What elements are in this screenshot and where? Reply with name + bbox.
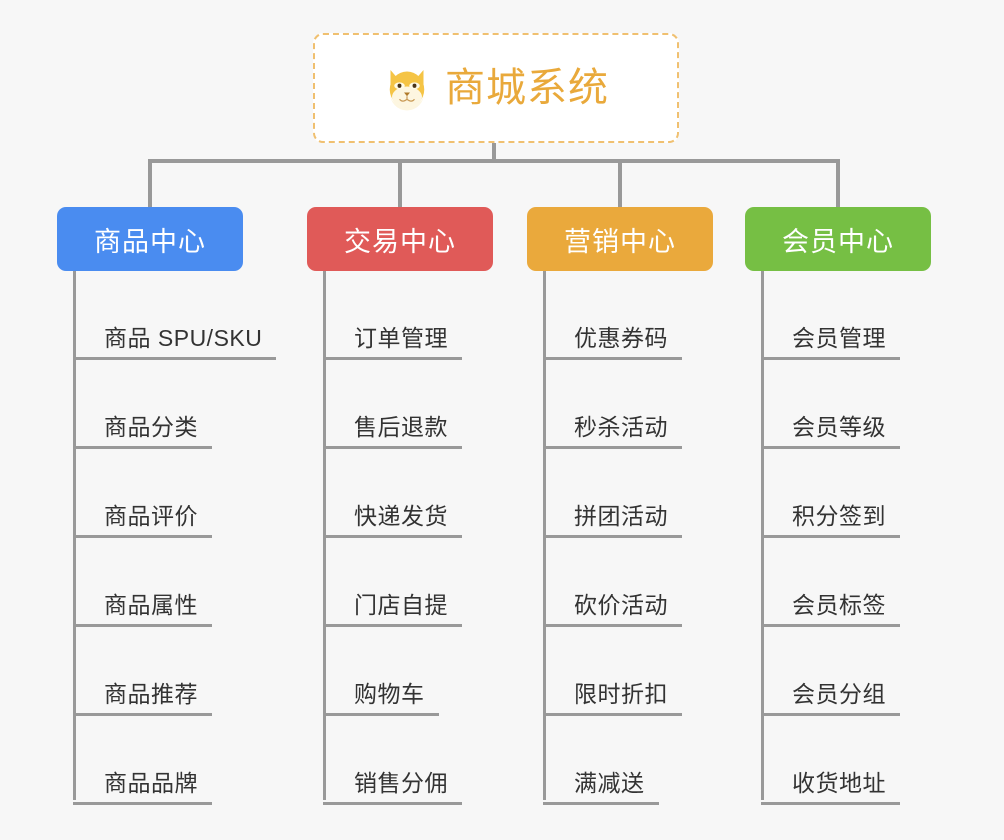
leaf-label: 门店自提 <box>354 592 448 618</box>
branch-column-2: 交易中心 订单管理 售后退款 快递发货 门店自提 购物车 销售分佣 <box>307 207 517 805</box>
branch-header-4[interactable]: 会员中心 <box>745 207 931 271</box>
connector-horizontal-bus <box>148 159 840 163</box>
leaf-item[interactable]: 积分签到 <box>761 449 961 538</box>
leaf-label: 会员标签 <box>792 592 886 618</box>
leaf-label: 商品推荐 <box>104 681 198 707</box>
connector-drop-4 <box>836 159 840 207</box>
leaf-item[interactable]: 收货地址 <box>761 716 961 805</box>
leaf-item[interactable]: 满减送 <box>543 716 743 805</box>
leaf-item[interactable]: 销售分佣 <box>323 716 523 805</box>
branch-header-4-label: 会员中心 <box>782 226 894 257</box>
leaf-list-1: 商品 SPU/SKU 商品分类 商品评价 商品属性 商品推荐 商品品牌 <box>73 271 277 805</box>
root-node[interactable]: 商城系统 <box>313 33 679 143</box>
leaf-list-4: 会员管理 会员等级 积分签到 会员标签 会员分组 收货地址 <box>761 271 961 805</box>
leaf-label: 售后退款 <box>354 414 448 440</box>
leaf-list-2: 订单管理 售后退款 快递发货 门店自提 购物车 销售分佣 <box>323 271 523 805</box>
leaf-label: 优惠券码 <box>574 325 668 351</box>
leaf-label: 销售分佣 <box>354 770 448 796</box>
root-node-label: 商城系统 <box>445 66 609 110</box>
leaf-label: 积分签到 <box>792 503 886 529</box>
leaf-item[interactable]: 快递发货 <box>323 449 523 538</box>
leaf-item[interactable]: 商品品牌 <box>73 716 273 805</box>
leaf-label: 满减送 <box>574 770 645 796</box>
leaf-label: 商品属性 <box>104 592 198 618</box>
leaf-item[interactable]: 商品推荐 <box>73 627 273 716</box>
leaf-label: 快递发货 <box>354 503 448 529</box>
leaf-item[interactable]: 秒杀活动 <box>543 360 743 449</box>
connector-drop-3 <box>618 159 622 207</box>
leaf-label: 订单管理 <box>354 325 448 351</box>
connector-drop-1 <box>148 159 152 207</box>
leaf-item[interactable]: 砍价活动 <box>543 538 743 627</box>
leaf-item[interactable]: 拼团活动 <box>543 449 743 538</box>
branch-column-3: 营销中心 优惠券码 秒杀活动 拼团活动 砍价活动 限时折扣 满减送 <box>527 207 737 805</box>
leaf-label: 收货地址 <box>792 770 886 796</box>
leaf-item[interactable]: 会员分组 <box>761 627 961 716</box>
leaf-item[interactable]: 限时折扣 <box>543 627 743 716</box>
leaf-item[interactable]: 订单管理 <box>323 271 523 360</box>
leaf-item[interactable]: 会员等级 <box>761 360 961 449</box>
leaf-item[interactable]: 会员标签 <box>761 538 961 627</box>
connector-drop-2 <box>398 159 402 207</box>
leaf-item[interactable]: 优惠券码 <box>543 271 743 360</box>
leaf-item[interactable]: 商品属性 <box>73 538 273 627</box>
leaf-label: 拼团活动 <box>574 503 668 529</box>
connector-root-stem <box>492 143 496 163</box>
branch-header-3[interactable]: 营销中心 <box>527 207 713 271</box>
branch-column-1: 商品中心 商品 SPU/SKU 商品分类 商品评价 商品属性 商品推荐 商品品牌 <box>57 207 277 805</box>
leaf-label: 购物车 <box>354 681 425 707</box>
leaf-label: 会员分组 <box>792 681 886 707</box>
leaf-label: 砍价活动 <box>574 592 668 618</box>
leaf-item[interactable]: 售后退款 <box>323 360 523 449</box>
branch-header-2[interactable]: 交易中心 <box>307 207 493 271</box>
leaf-label: 商品分类 <box>104 414 198 440</box>
leaf-label: 商品品牌 <box>104 770 198 796</box>
leaf-label: 商品 SPU/SKU <box>104 325 263 351</box>
leaf-item[interactable]: 会员管理 <box>761 271 961 360</box>
leaf-label: 限时折扣 <box>574 681 668 707</box>
leaf-list-3: 优惠券码 秒杀活动 拼团活动 砍价活动 限时折扣 满减送 <box>543 271 743 805</box>
leaf-label: 会员等级 <box>792 414 886 440</box>
leaf-item[interactable]: 商品评价 <box>73 449 273 538</box>
branch-header-1[interactable]: 商品中心 <box>57 207 243 271</box>
branch-column-4: 会员中心 会员管理 会员等级 积分签到 会员标签 会员分组 收货地址 <box>745 207 955 805</box>
leaf-label: 商品评价 <box>104 503 198 529</box>
leaf-item[interactable]: 购物车 <box>323 627 523 716</box>
shiba-dog-face-icon <box>383 64 431 112</box>
branch-header-1-label: 商品中心 <box>94 226 206 257</box>
branch-header-2-label: 交易中心 <box>344 226 456 257</box>
leaf-item[interactable]: 门店自提 <box>323 538 523 627</box>
leaf-item[interactable]: 商品 SPU/SKU <box>73 271 277 360</box>
branch-header-3-label: 营销中心 <box>564 226 676 257</box>
leaf-item[interactable]: 商品分类 <box>73 360 273 449</box>
leaf-label: 会员管理 <box>792 325 886 351</box>
leaf-label: 秒杀活动 <box>574 414 668 440</box>
